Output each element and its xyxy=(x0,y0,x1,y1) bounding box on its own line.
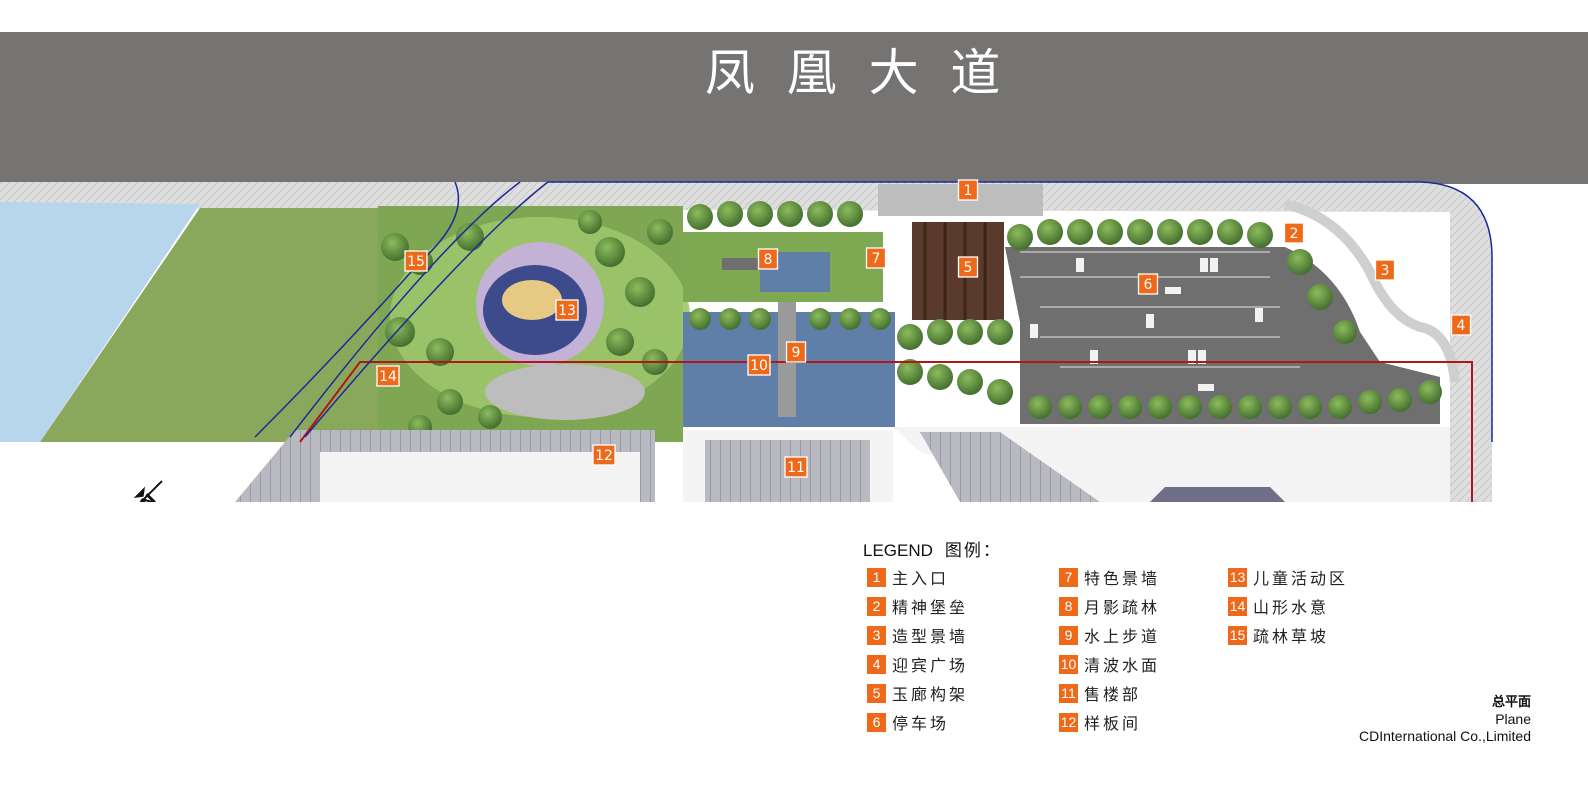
legend-item-label: 山形水意 xyxy=(1253,598,1330,617)
road-edge-curve xyxy=(548,181,1493,442)
svg-text:1: 1 xyxy=(964,183,973,199)
legend-item: 4 迎宾广场 xyxy=(867,653,968,675)
legend-item-label: 特色景墙 xyxy=(1084,569,1161,588)
legend-item: 15 疏林草坡 xyxy=(1228,624,1329,646)
map-marker-6[interactable]: 6 xyxy=(1137,273,1159,295)
map-marker-14[interactable]: 14 xyxy=(376,365,400,387)
legend-item-number: 10 xyxy=(1059,654,1078,674)
map-marker-15[interactable]: 15 xyxy=(404,250,428,272)
svg-text:6: 6 xyxy=(1144,277,1153,293)
svg-text:8: 8 xyxy=(764,252,773,268)
road-name: 凤 凰 大 道 xyxy=(705,44,1000,102)
legend-item-label: 精神堡垒 xyxy=(892,598,969,617)
legend-item-number: 9 xyxy=(1059,625,1078,645)
legend-item: 11 售楼部 xyxy=(1059,682,1141,704)
legend-item: 12 样板间 xyxy=(1059,711,1141,733)
legend-heading-cn: 图例： xyxy=(944,541,1002,561)
svg-text:10: 10 xyxy=(750,358,768,374)
legend-item-number: 3 xyxy=(867,625,886,645)
legend-item: 14 山形水意 xyxy=(1228,595,1329,617)
legend-item: 7 特色景墙 xyxy=(1059,566,1160,588)
legend-item-label: 迎宾广场 xyxy=(892,656,969,675)
legend-item: 13 儿童活动区 xyxy=(1228,566,1348,588)
legend-item-number: 7 xyxy=(1059,567,1078,587)
map-marker-9[interactable]: 9 xyxy=(785,341,807,363)
svg-text:3: 3 xyxy=(1381,263,1390,279)
legend-item-label: 月影疏林 xyxy=(1084,598,1161,617)
map-marker-8[interactable]: 8 xyxy=(757,248,779,270)
building-right xyxy=(893,427,1450,502)
legend-item-number: 6 xyxy=(867,712,886,732)
legend-item: 6 停车场 xyxy=(867,711,949,733)
legend-item: 5 玉廊构架 xyxy=(867,682,968,704)
site-boundary-line xyxy=(299,361,1473,502)
legend-item: 3 造型景墙 xyxy=(867,624,968,646)
legend-item-number: 15 xyxy=(1228,625,1247,645)
legend-item-number: 4 xyxy=(867,654,886,674)
caption-company: CDInternational Co.,Limited xyxy=(1359,728,1531,744)
legend-item-label: 儿童活动区 xyxy=(1253,569,1349,588)
svg-text:11: 11 xyxy=(787,460,805,476)
map-marker-5[interactable]: 5 xyxy=(957,256,979,278)
svg-text:9: 9 xyxy=(792,345,801,361)
map-marker-4[interactable]: 4 xyxy=(1450,314,1472,336)
legend-item-label: 停车场 xyxy=(892,714,950,733)
legend-item-number: 2 xyxy=(867,596,886,616)
map-marker-3[interactable]: 3 xyxy=(1374,259,1396,281)
legend-item: 2 精神堡垒 xyxy=(867,595,968,617)
legend-item-number: 12 xyxy=(1059,712,1078,732)
water-strip xyxy=(0,202,200,442)
legend-item-number: 13 xyxy=(1228,567,1247,587)
legend-item-number: 11 xyxy=(1059,683,1078,703)
svg-text:13: 13 xyxy=(558,303,576,319)
legend-item-number: 5 xyxy=(867,683,886,703)
svg-text:4: 4 xyxy=(1457,318,1466,334)
svg-text:12: 12 xyxy=(595,448,613,464)
svg-text:7: 7 xyxy=(872,251,881,267)
legend-item: 9 水上步道 xyxy=(1059,624,1160,646)
road-area xyxy=(0,32,1588,184)
legend-item-label: 玉廊构架 xyxy=(892,685,969,704)
legend-item-label: 水上步道 xyxy=(1084,627,1161,646)
legend-item-number: 1 xyxy=(867,567,886,587)
svg-text:5: 5 xyxy=(964,260,973,276)
lawn-area xyxy=(40,208,380,442)
map-marker-13[interactable]: 13 xyxy=(555,299,579,321)
legend-item-label: 售楼部 xyxy=(1084,685,1142,704)
sculpted-wall xyxy=(1283,199,1460,383)
map-marker-7[interactable]: 7 xyxy=(865,247,887,269)
caption-title-cn: 总平面 xyxy=(1491,695,1531,710)
legend-item-label: 主入口 xyxy=(892,569,950,588)
north-arrow-icon: N xyxy=(127,480,163,502)
map-marker-12[interactable]: 12 xyxy=(592,444,616,466)
legend-item-label: 造型景墙 xyxy=(892,627,969,646)
site-plan-map: 凤 凰 大 道 xyxy=(0,32,1588,502)
map-marker-1[interactable]: 1 xyxy=(957,179,979,201)
legend-item: 8 月影疏林 xyxy=(1059,595,1160,617)
map-marker-10[interactable]: 10 xyxy=(747,354,771,376)
svg-text:14: 14 xyxy=(379,369,397,385)
legend-item-number: 8 xyxy=(1059,596,1078,616)
legend-heading: LEGEND 图例： xyxy=(863,536,1002,561)
svg-text:2: 2 xyxy=(1290,226,1299,242)
legend-item-number: 14 xyxy=(1228,596,1247,616)
legend-item-label: 疏林草坡 xyxy=(1253,627,1330,646)
map-marker-11[interactable]: 11 xyxy=(784,456,808,478)
svg-text:15: 15 xyxy=(407,254,425,270)
legend-item: 10 清波水面 xyxy=(1059,653,1160,675)
legend-heading-en: LEGEND xyxy=(863,541,933,560)
map-marker-2[interactable]: 2 xyxy=(1283,222,1305,244)
plan-caption: 总平面 Plane CDInternational Co.,Limited xyxy=(1359,694,1531,745)
legend-item: 1 主入口 xyxy=(867,566,949,588)
caption-title-en: Plane xyxy=(1495,711,1531,727)
legend-item-label: 样板间 xyxy=(1084,714,1142,733)
legend-item-label: 清波水面 xyxy=(1084,656,1161,675)
